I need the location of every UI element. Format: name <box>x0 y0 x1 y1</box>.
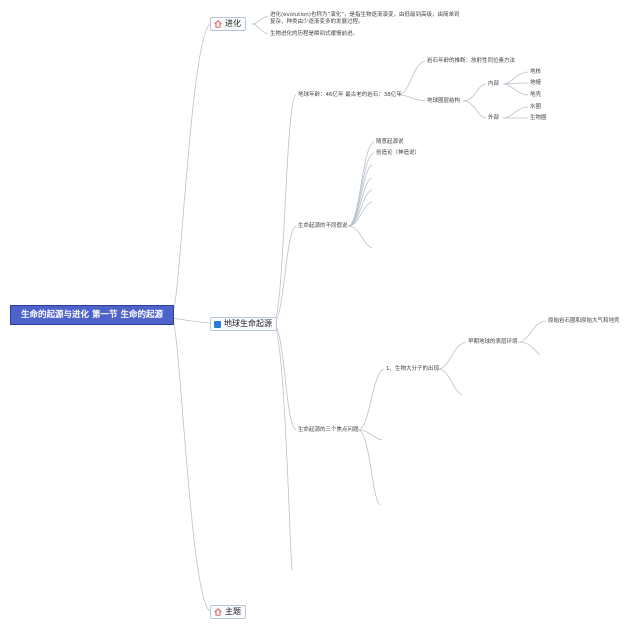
rock-age-method-node[interactable]: 岩石年龄的推断：放射性同位素方法 <box>427 58 516 64</box>
evolution-note-process[interactable]: 生物进化的历程是瞬间式缓慢前进。 <box>270 31 359 37</box>
inner-item-core[interactable]: 地核 <box>530 69 542 75</box>
outer-item-biosphere[interactable]: 生物圈 <box>530 115 547 121</box>
inner-layer-node[interactable]: 内部 <box>488 81 500 87</box>
connector-evolution-note1 <box>251 15 269 25</box>
branch-earth-life-label: 地球生命起源 <box>224 319 272 328</box>
branch-evolution-label: 进化 <box>225 19 241 28</box>
branch-earth-life[interactable]: 地球生命起源 <box>210 317 277 331</box>
root-topic[interactable]: 生命的起源与进化 第一节 生命的起源 <box>10 305 174 325</box>
hypothesis-item-1[interactable]: 随意起源说 <box>376 139 404 145</box>
question-first-node[interactable]: 1、生物大分子的出现 <box>386 366 439 372</box>
connector-root-evolution <box>171 23 211 315</box>
outer-layer-node[interactable]: 外部 <box>488 115 500 121</box>
connector-earth-age <box>272 94 297 324</box>
hypothesis-item-2[interactable]: 创造论（神造说） <box>376 150 421 156</box>
inner-item-mantle[interactable]: 地幔 <box>530 80 542 86</box>
connector-structure-outer <box>462 100 487 119</box>
inner-item-crust[interactable]: 地壳 <box>530 92 542 98</box>
environment-detail-node[interactable]: 原始岩石圈和原始大气和地壳 <box>548 318 620 324</box>
connector-root-theme <box>171 317 211 612</box>
connector-outer-1 <box>502 106 529 119</box>
connector-inner-1 <box>502 71 529 85</box>
home-icon <box>214 20 222 28</box>
branch-evolution[interactable]: 进化 <box>210 17 246 31</box>
flag-icon <box>214 320 221 328</box>
connector-root-earth <box>171 317 211 324</box>
connector-earth-empty <box>272 322 293 571</box>
hypotheses-node[interactable]: 生命起源的不同假说 <box>298 223 348 229</box>
connector-structure-inner <box>462 83 487 102</box>
connector-questions-first <box>357 368 385 431</box>
connector-earth-hypotheses <box>272 225 297 324</box>
questions-node[interactable]: 生命起源的三个焦点问题 <box>298 427 359 433</box>
connector-age-method <box>397 60 426 96</box>
home-icon <box>214 608 222 616</box>
outer-item-hydrosphere[interactable]: 水圈 <box>530 104 542 110</box>
connector-env-detail <box>517 320 547 343</box>
branch-theme-label: 主题 <box>225 607 241 616</box>
earth-structure-node[interactable]: 地球圈层结构 <box>427 98 461 104</box>
earth-age-node[interactable]: 地球年龄：46亿年 最古老的岩石：38亿年 <box>298 92 402 98</box>
connector-first-env <box>437 341 467 370</box>
connector-age-structure <box>397 94 426 102</box>
connector-evolution-note2 <box>251 23 269 35</box>
evolution-note-definition[interactable]: 进化(evolution)也称为“演化”，是指生物逐渐演变，由低级到高级，由简单… <box>270 12 460 25</box>
early-environment-node[interactable]: 早期地球的表层环境 <box>468 339 518 345</box>
branch-theme[interactable]: 主题 <box>210 605 246 619</box>
